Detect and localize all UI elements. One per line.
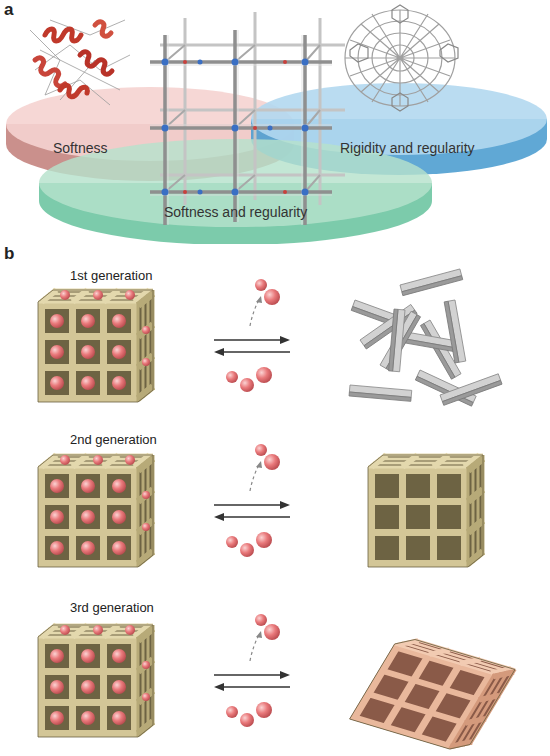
deformed-cube (350, 635, 515, 754)
disc-label: Softness and regularity (164, 204, 307, 220)
reversible-arrows (214, 279, 290, 727)
disc-label: Rigidity and regularity (340, 140, 475, 156)
panel-label: a (4, 0, 13, 20)
generation-label: 2nd generation (70, 432, 157, 447)
porous-cube-loaded (38, 290, 153, 737)
panel-label: b (4, 244, 14, 264)
generation-label: 1st generation (70, 268, 152, 283)
empty-rigid-cube (368, 455, 483, 567)
generation-label: 3rd generation (70, 600, 154, 615)
disc-label: Softness (53, 140, 107, 156)
collapsed-framework (349, 269, 502, 406)
